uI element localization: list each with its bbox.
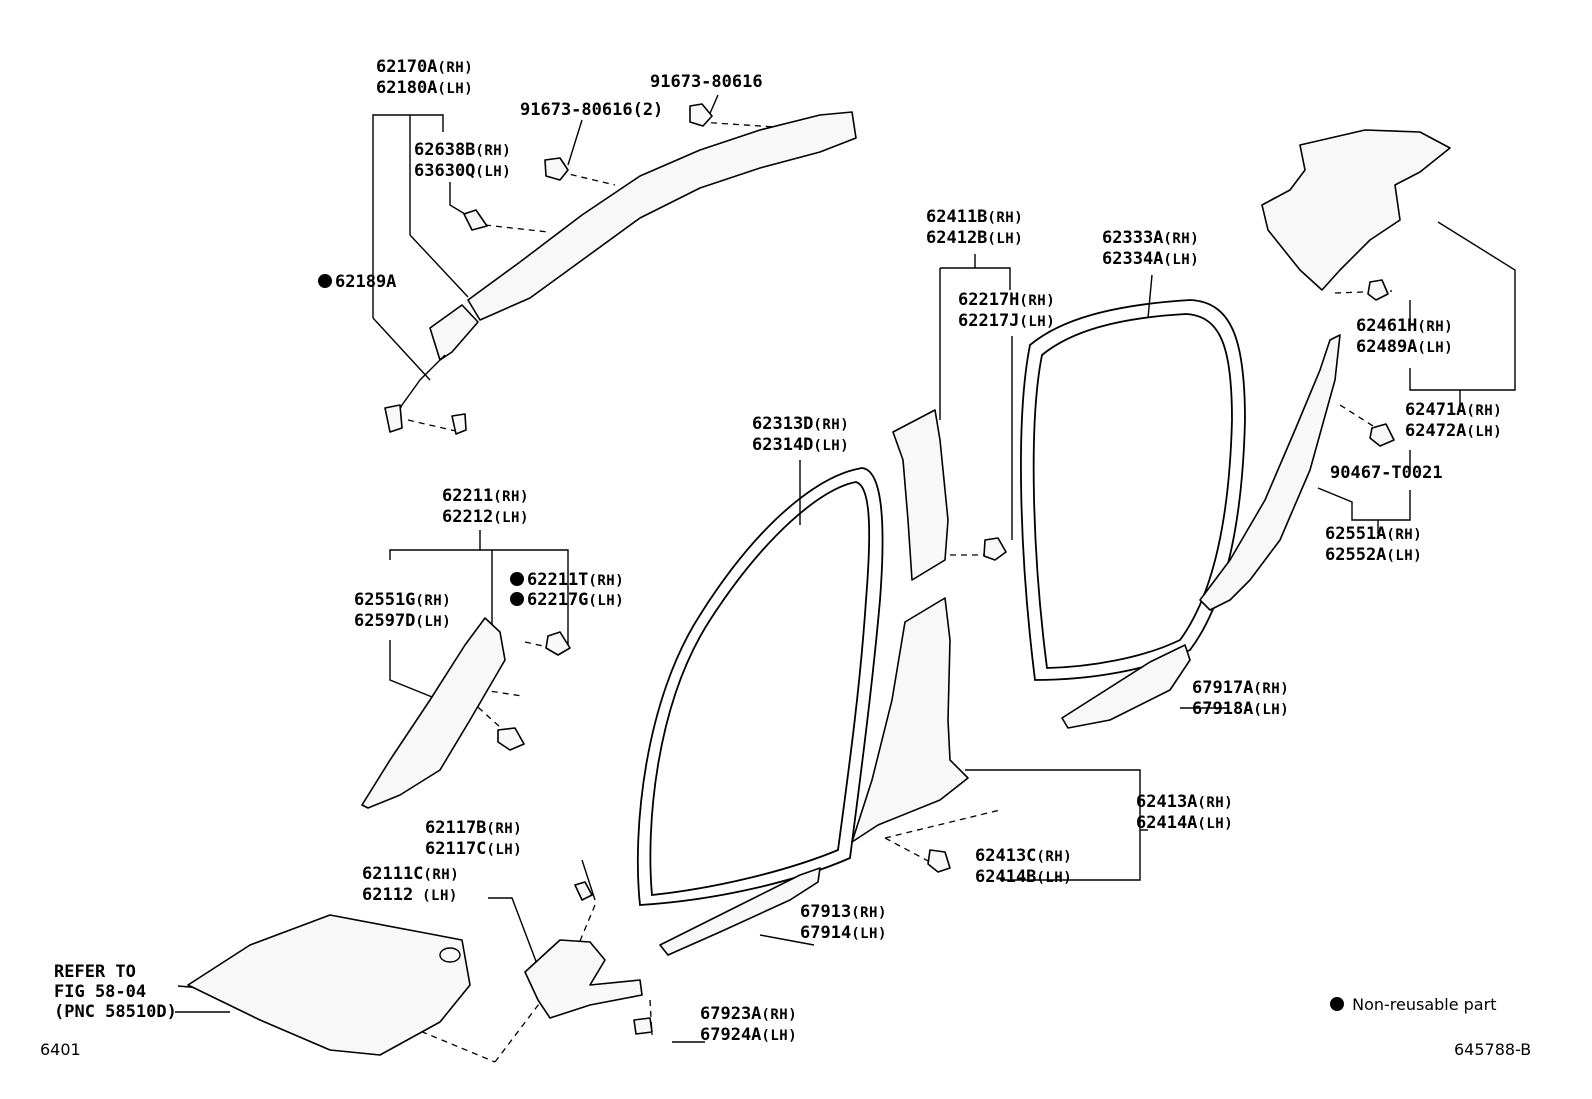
- label-62551G: 62551G(RH)62597D(LH): [354, 590, 452, 631]
- label-62111C: 62111C(RH)62112 (LH): [362, 864, 460, 905]
- label-67917A: 67917A(RH)67918A(LH): [1192, 678, 1290, 719]
- label-62471A: 62471A(RH)62472A(LH): [1405, 400, 1503, 441]
- center-pillar-upper-garnish: [892, 409, 1007, 581]
- curtain-airbag-assembly: [384, 103, 857, 435]
- figure-code: 645788-B: [1454, 1040, 1532, 1059]
- label-62217H: 62217H(RH)62217J(LH): [958, 290, 1056, 331]
- label-62411B: 62411B(RH)62412B(LH): [926, 207, 1024, 248]
- label-62211: 62211(RH)62212(LH): [442, 486, 529, 527]
- label-90467-T0021: 90467-T0021: [1330, 463, 1443, 483]
- front-scuff-plate: [659, 867, 821, 956]
- non-reusable-dot-icon: [318, 274, 332, 288]
- label-91673-80616: 91673-80616: [650, 72, 763, 92]
- page-code: 6401: [40, 1040, 81, 1059]
- front-door-weatherstrip: [636, 467, 884, 906]
- legend-non-reusable: Non-reusable part: [1330, 995, 1496, 1014]
- label-62189A: 62189A: [318, 272, 396, 292]
- center-pillar-lower-garnish: [851, 597, 969, 873]
- label-62217G: 62217G(LH): [510, 590, 624, 611]
- floor-carpet: [187, 914, 471, 1056]
- label-67913: 67913(RH)67914(LH): [800, 902, 887, 943]
- non-reusable-dot-icon: [510, 572, 524, 586]
- label-62211T: 62211T(RH): [510, 570, 624, 591]
- cowl-side-trim: [524, 881, 653, 1035]
- label-62551A: 62551A(RH)62552A(LH): [1325, 524, 1423, 565]
- label-62461H: 62461H(RH)62489A(LH): [1356, 316, 1454, 357]
- label-67923A: 67923A(RH)67924A(LH): [700, 1004, 798, 1045]
- label-62170A: 62170A(RH)62180A(LH): [376, 57, 474, 98]
- label-62117B: 62117B(RH)62117C(LH): [425, 818, 523, 859]
- label-62413A: 62413A(RH)62414A(LH): [1136, 792, 1234, 833]
- label-62413C: 62413C(RH)62414B(LH): [975, 846, 1073, 887]
- label-62313D: 62313D(RH)62314D(LH): [752, 414, 850, 455]
- rear-door-weatherstrip: [1020, 299, 1246, 681]
- non-reusable-dot-icon: [510, 592, 524, 606]
- label-62333A: 62333A(RH)62334A(LH): [1102, 228, 1200, 269]
- quarter-pillar-garnish: [1261, 129, 1451, 301]
- label-62638B: 62638B(RH)63630Q(LH): [414, 140, 512, 181]
- non-reusable-dot-icon: [1330, 997, 1344, 1011]
- rear-scuff-plate: [1061, 644, 1191, 729]
- label-91673-80616-2: 91673-80616(2): [520, 100, 664, 120]
- roof-side-inner-garnish: [1199, 334, 1395, 611]
- front-pillar-garnish: [361, 617, 571, 809]
